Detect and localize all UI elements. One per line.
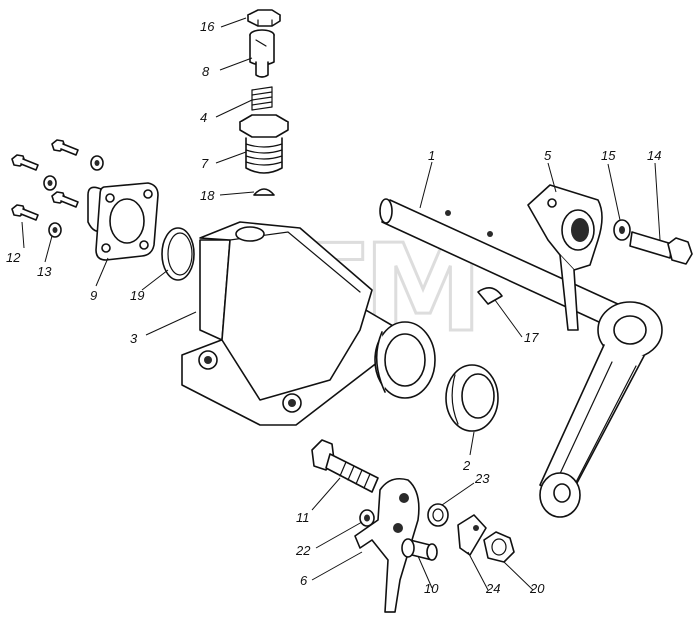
part-8-pin bbox=[249, 29, 275, 78]
part-16-hex-nut bbox=[247, 9, 281, 27]
part-11-bolt bbox=[311, 439, 379, 493]
label-10: 10 bbox=[424, 581, 439, 596]
label-11: 11 bbox=[296, 510, 310, 525]
part-23-washer bbox=[427, 503, 449, 527]
part-10-pin bbox=[401, 538, 438, 561]
part-14-bolt bbox=[629, 231, 693, 265]
part-22-spring-washer bbox=[359, 509, 375, 527]
label-3: 3 bbox=[130, 331, 138, 346]
part-9-flange bbox=[87, 182, 159, 261]
label-6: 6 bbox=[300, 573, 308, 588]
label-14: 14 bbox=[647, 148, 661, 163]
part-3-housing bbox=[181, 221, 436, 426]
part-15-spring-washer bbox=[613, 219, 631, 241]
part-24-lock-plate bbox=[457, 514, 487, 556]
part-13-washers bbox=[43, 155, 104, 238]
label-12: 12 bbox=[6, 250, 21, 265]
part-18-ball bbox=[253, 188, 275, 196]
label-17: 17 bbox=[524, 330, 539, 345]
label-8: 8 bbox=[202, 64, 210, 79]
label-22: 22 bbox=[295, 543, 311, 558]
label-23: 23 bbox=[474, 471, 490, 486]
label-5: 5 bbox=[544, 148, 552, 163]
part-12-bolts bbox=[11, 139, 79, 221]
part-4-spring bbox=[251, 86, 273, 111]
part-2-seal bbox=[445, 364, 499, 432]
label-13: 13 bbox=[37, 264, 52, 279]
part-19-o-ring bbox=[161, 227, 195, 281]
label-4: 4 bbox=[200, 110, 207, 125]
part-6-bracket bbox=[354, 477, 420, 613]
label-24: 24 bbox=[485, 581, 500, 596]
label-2: 2 bbox=[462, 458, 471, 473]
label-1: 1 bbox=[428, 148, 435, 163]
part-20-nut bbox=[483, 531, 515, 563]
part-17-key bbox=[477, 287, 503, 305]
part-5-clamp-lever bbox=[527, 184, 603, 331]
callout-labels: 16 8 4 7 18 1 5 15 14 12 13 9 19 3 17 2 … bbox=[6, 19, 661, 596]
label-19: 19 bbox=[130, 288, 144, 303]
part-7-threaded-plug bbox=[239, 114, 289, 174]
leader-lines bbox=[21, 17, 661, 591]
label-9: 9 bbox=[90, 288, 97, 303]
label-7: 7 bbox=[201, 156, 209, 171]
label-15: 15 bbox=[601, 148, 616, 163]
label-16: 16 bbox=[200, 19, 215, 34]
part-lever-arm bbox=[539, 301, 663, 518]
label-20: 20 bbox=[529, 581, 545, 596]
label-18: 18 bbox=[200, 188, 215, 203]
